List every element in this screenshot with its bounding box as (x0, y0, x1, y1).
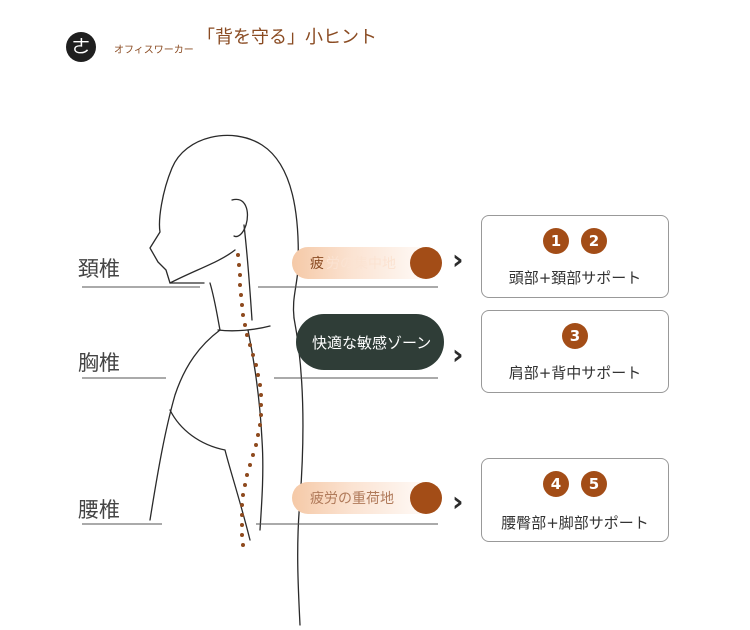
support-card-shoulder-back: 3 肩部+背中サポート (481, 310, 669, 393)
card-label: 頭部+頚部サポート (508, 269, 642, 287)
jaw-line (169, 249, 236, 284)
pill-lumbar-knob (410, 482, 442, 514)
card-label: 肩部+背中サポート (508, 364, 642, 382)
page-title: 「背を守る」小ヒント (197, 27, 377, 48)
ear (231, 198, 249, 238)
chevron-right-icon: › (452, 485, 464, 518)
pill-thoracic-text: 快適な敏感ゾーン (312, 334, 432, 352)
card-badges: 3 (482, 323, 668, 349)
collar (217, 325, 271, 332)
brand-logo: ㄜ (66, 32, 96, 62)
pill-cervical-text: 疲 (310, 256, 324, 272)
pill-lumbar-text: 疲労の重荷地 (310, 491, 394, 507)
label-thoracic: 胸椎 (78, 351, 120, 375)
number-badge: 2 (581, 228, 607, 254)
header-subtitle: オフィスワーカー (114, 45, 194, 56)
back-line (293, 317, 304, 626)
card-label: 腰臀部+脚部サポート (501, 514, 649, 532)
chevron-right-icon: › (452, 338, 464, 371)
number-badge: 1 (543, 228, 569, 254)
label-lumbar: 腰椎 (78, 498, 120, 522)
shoulder-line (149, 329, 221, 521)
spine-dots (236, 253, 263, 547)
arm-front (169, 409, 251, 541)
number-badge: 4 (543, 471, 569, 497)
head-outline (149, 134, 299, 284)
back-neck (292, 269, 299, 319)
chevron-right-icon: › (452, 243, 464, 276)
label-cervical: 頚椎 (78, 257, 120, 281)
number-badge: 5 (581, 471, 607, 497)
pill-thoracic: 快適な敏感ゾーン (296, 314, 444, 370)
pill-cervical-faded-text: 労の集中地 (326, 256, 396, 272)
arm-back (247, 329, 264, 531)
front-neck (209, 282, 221, 331)
pill-cervical-knob (410, 247, 442, 279)
number-badge: 3 (562, 323, 588, 349)
neck-inner (243, 224, 253, 321)
